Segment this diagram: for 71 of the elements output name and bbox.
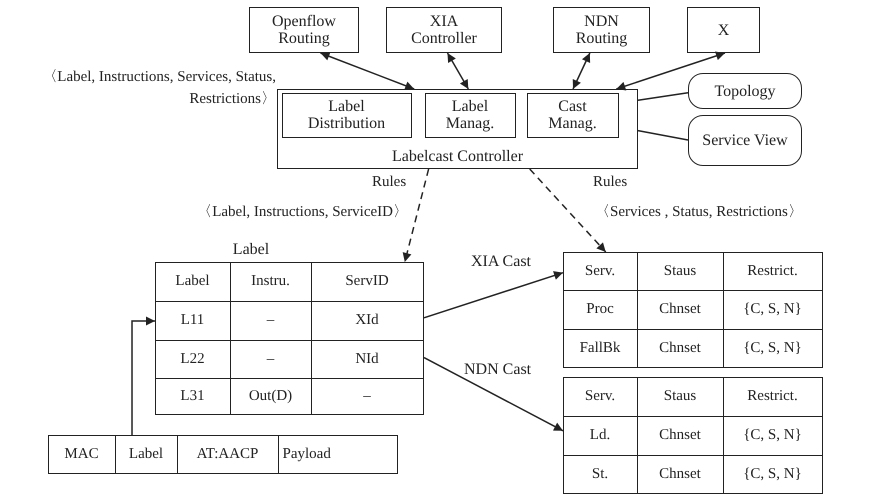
node-label: {C, S, N} <box>743 340 802 356</box>
node-label: Chnset <box>659 427 701 444</box>
arrow <box>131 316 155 435</box>
node-label: ServID <box>345 273 389 290</box>
node-label: Labelcast Controller <box>392 148 524 165</box>
node-label: – <box>266 350 274 368</box>
annotation-text: 〈Label, Instructions, ServiceID〉 <box>196 203 408 222</box>
node-label: Label Distribution <box>306 98 386 132</box>
node-label: Label Manag. <box>444 98 496 132</box>
process-box <box>687 7 760 53</box>
node-label: Proc <box>586 301 614 318</box>
node-label: Restrict. <box>747 262 798 280</box>
annotation-text: 〈Services , Status, Restrictions〉 <box>595 203 804 222</box>
process-box <box>249 7 359 53</box>
module-box <box>282 92 412 138</box>
node-label: Staus <box>664 262 696 280</box>
node-label: Payload <box>282 446 331 462</box>
node-label: NDN Routing <box>574 13 628 47</box>
node-label: Out(D) <box>248 388 292 404</box>
node-label: Openflow Routing <box>271 13 337 47</box>
node-label: Restrict. <box>747 388 798 405</box>
table-title: XIA Cast <box>471 253 531 270</box>
node-label: St. <box>592 466 608 482</box>
module-box <box>526 92 618 138</box>
node-label: Topology <box>714 82 776 100</box>
node-label: Chnset <box>659 301 701 318</box>
node-label: NId <box>355 350 379 368</box>
node-label: Chnset <box>659 466 701 482</box>
node-label: – <box>266 312 274 329</box>
node-label: {C, S, N} <box>743 466 802 482</box>
node-label: L31 <box>180 388 205 404</box>
rounded-box <box>688 115 802 166</box>
process-box <box>277 89 638 169</box>
arrow <box>616 52 726 90</box>
arrow <box>424 356 564 432</box>
node-label: X <box>718 22 730 38</box>
process-box <box>386 7 502 53</box>
connector-line <box>638 130 688 141</box>
node-label: – <box>363 388 371 404</box>
arrow <box>446 52 469 90</box>
node-label: Service View <box>702 132 788 149</box>
node-label: FallBk <box>580 340 620 356</box>
arrow <box>320 52 414 90</box>
node-label: XIA Controller <box>410 13 478 47</box>
node-label: Instru. <box>251 273 290 290</box>
table-title: NDN Cast <box>464 361 532 378</box>
node-label: Label <box>175 273 210 290</box>
node-label: Serv. <box>584 262 616 280</box>
node-label: Chnset <box>659 340 701 356</box>
node-label: {C, S, N} <box>743 301 802 318</box>
node-label: AT:AACP <box>196 446 258 462</box>
node-label: L22 <box>180 350 205 368</box>
node-label: Staus <box>664 388 696 405</box>
node-label: {C, S, N} <box>743 427 802 444</box>
node-label: MAC <box>64 446 99 462</box>
connector-line <box>638 92 688 101</box>
table-title: Label <box>232 241 270 258</box>
dashed-arrow <box>529 168 606 252</box>
node-label: Serv. <box>584 388 616 405</box>
node-label: Label <box>128 446 164 462</box>
node-label: L11 <box>180 312 204 329</box>
annotation-text: 〈Label, Instructions, Services, Status, Restrictions〉 <box>41 68 276 109</box>
arrow <box>424 271 564 319</box>
process-box <box>553 7 650 53</box>
node-label: XId <box>355 312 379 329</box>
module-box <box>424 92 516 138</box>
node-label: Cast Manag. <box>547 98 598 132</box>
node-label: Ld. <box>590 427 610 444</box>
rounded-box <box>688 73 802 109</box>
arrow <box>572 52 591 90</box>
dashed-arrow <box>402 168 430 262</box>
